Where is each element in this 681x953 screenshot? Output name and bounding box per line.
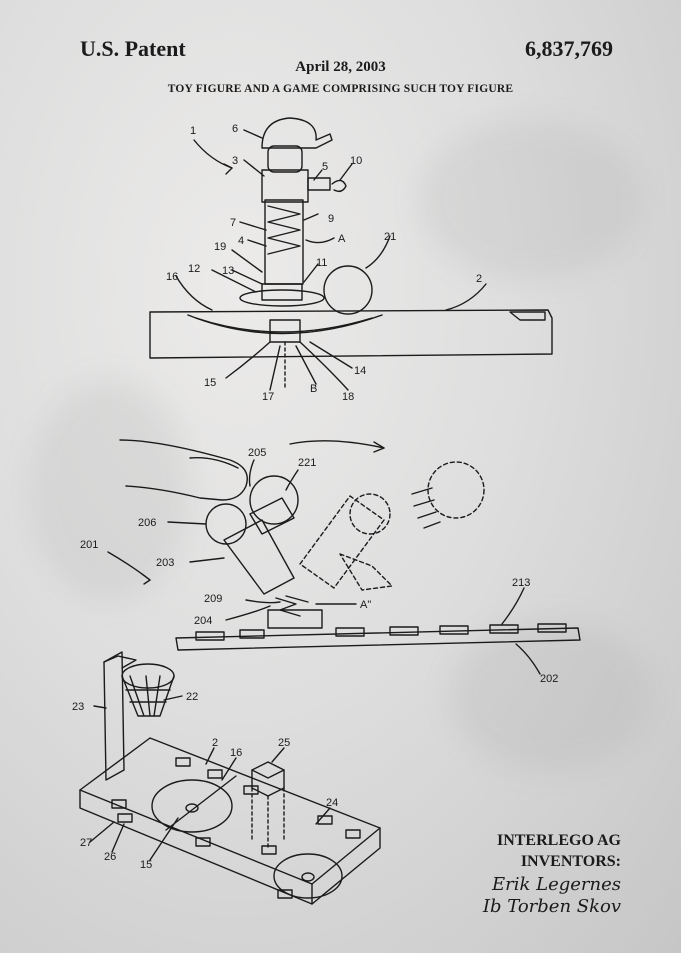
ref-label: 26 [104, 851, 116, 863]
ref-label: 19 [214, 241, 226, 253]
board-side [311, 827, 381, 905]
spring-compressed [275, 595, 309, 617]
figure-body-dashed [299, 495, 385, 589]
disc-right [273, 853, 343, 899]
ref-label: 204 [194, 615, 212, 627]
base-disc [239, 289, 325, 307]
spring [267, 205, 301, 255]
figure-1: 1 6 3 5 10 7 9 4 A 21 19 13 11 12 16 2 1… [149, 117, 553, 403]
figure-head-dashed [349, 493, 391, 535]
figure-arm-dashed [339, 553, 393, 591]
ref-label: 18 [342, 391, 354, 403]
ref-label: 6 [232, 123, 238, 135]
leader [193, 139, 233, 169]
ref-label: 202 [540, 673, 558, 685]
ref-label: 21 [384, 231, 396, 243]
ref-label: 4 [238, 235, 244, 247]
inventor-name: Erik Legernes [492, 874, 621, 895]
figure-head [267, 145, 303, 173]
ref-label: 22 [186, 691, 198, 703]
ref-label: 23 [72, 701, 84, 713]
ref-label: 27 [80, 837, 92, 849]
ref-label: 1 [190, 125, 196, 137]
ref-label: 16 [166, 271, 178, 283]
ball-held [249, 475, 299, 525]
figure-cap [261, 117, 333, 149]
patent-label: U.S. Patent [80, 36, 186, 61]
board-plate [149, 309, 553, 359]
ref-label: A [338, 233, 346, 245]
ball [323, 265, 373, 315]
ref-label: 7 [230, 217, 236, 229]
figure-2: 205 221 206 203 201 209 204 A" 213 202 [80, 439, 581, 685]
disc-left [151, 779, 233, 833]
ref-label: B [310, 383, 317, 395]
ref-label: 17 [262, 391, 274, 403]
figure-arm [307, 177, 331, 191]
ref-label: 16 [230, 747, 242, 759]
inventor-name: Ib Torben Skov [482, 896, 621, 917]
ball-flying [427, 461, 485, 519]
motion-arrow [289, 440, 385, 449]
ref-label: 15 [140, 859, 152, 871]
ref-label: 25 [278, 737, 290, 749]
hoop-net [121, 675, 175, 717]
inventors-label: INVENTORS: [520, 853, 621, 870]
patent-title: TOY FIGURE AND A GAME COMPRISING SUCH TO… [167, 83, 514, 95]
board-strip [175, 627, 581, 651]
speed-lines [411, 487, 441, 529]
ref-label: 5 [322, 161, 328, 173]
fingernail [189, 457, 239, 469]
ref-label: 206 [138, 517, 156, 529]
paper-stain [450, 620, 650, 770]
ref-label: 209 [204, 593, 222, 605]
figure-head-solid [205, 503, 247, 545]
hoop-post [103, 651, 125, 781]
arrow-head [223, 163, 233, 175]
ref-label: 2 [476, 273, 482, 285]
block [251, 761, 285, 779]
figure-hand [331, 179, 347, 193]
ref-label: 203 [156, 557, 174, 569]
ref-label: 15 [204, 377, 216, 389]
figure-body [264, 199, 304, 285]
ref-label: 3 [232, 155, 238, 167]
ref-label: 221 [298, 457, 316, 469]
figure-arm-solid [249, 497, 295, 535]
assignee: INTERLEGO AG [496, 832, 621, 849]
ref-label: 2 [212, 737, 218, 749]
ref-label: 12 [188, 263, 200, 275]
ref-label: 14 [354, 365, 366, 377]
finger [119, 439, 248, 501]
patent-number: 6,837,769 [525, 36, 613, 61]
figure-torso [261, 169, 309, 203]
ref-label: 213 [512, 577, 530, 589]
ref-label: 13 [222, 265, 234, 277]
ref-label: 9 [328, 213, 334, 225]
base-block [267, 609, 323, 629]
ref-label: 11 [316, 257, 327, 269]
ref-label: 10 [350, 155, 362, 167]
ref-label: 201 [80, 539, 98, 551]
figure-3: 23 22 2 16 25 24 27 26 15 [72, 651, 381, 905]
paper-stain [420, 120, 640, 280]
spring-housing [261, 283, 303, 301]
ref-label: 205 [248, 447, 266, 459]
patent-date: April 28, 2003 [295, 59, 386, 75]
board-notch [509, 311, 546, 321]
dish-curve-inner [195, 317, 373, 333]
ref-label: 24 [326, 797, 338, 809]
board-front [79, 789, 313, 905]
board-seam [165, 775, 237, 831]
figure-body-solid [223, 519, 295, 595]
ref-label: A" [360, 599, 371, 611]
